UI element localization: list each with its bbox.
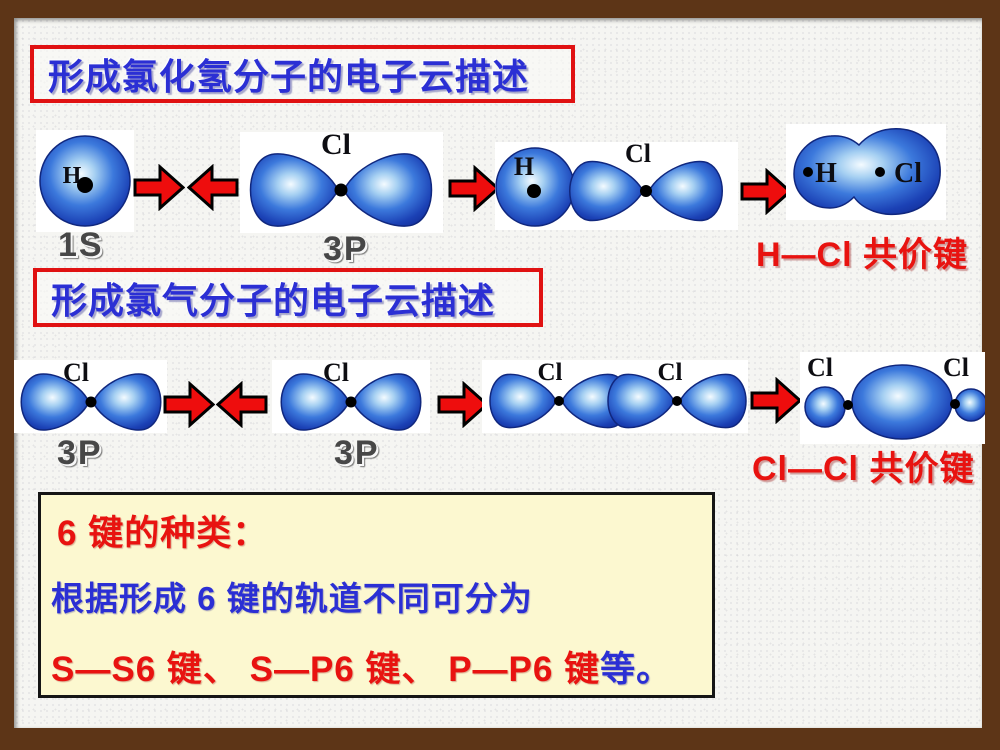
overlap-lobe-4 (679, 373, 747, 429)
arrow-right-icon (437, 381, 489, 428)
figure-cl2-overlapping-clouds: Cl Cl (482, 360, 748, 433)
orbital-label-3p: 3P (323, 230, 369, 268)
merged-h-nucleus-dot (527, 184, 541, 198)
cl2b-left-lobe (280, 373, 350, 431)
sigma-bond-note-box: 6 键的种类： 根据形成 6 键的轨道不同可分为 S—S6 键、 S—P6 键、… (38, 492, 715, 698)
hcl-cl-label: Cl (894, 158, 922, 189)
figure-cl2-3p-orbital-a: Cl (14, 360, 167, 433)
cl2b-right-lobe (352, 373, 422, 431)
cl2-final-bond-ellipse (851, 364, 953, 440)
cl-atom-label: Cl (321, 132, 351, 161)
figure-hcl-overlapping-clouds: H Cl (495, 142, 738, 230)
overlap-cl-label-2: Cl (658, 360, 683, 386)
hcl-h-nucleus-dot (803, 167, 813, 177)
merged-cl-nucleus-dot (640, 185, 652, 197)
h-nucleus-dot (77, 177, 93, 193)
cl2a-right-lobe (92, 373, 162, 431)
cl2b-label: Cl (323, 360, 349, 387)
cl2b-nucleus-dot (345, 396, 357, 408)
title-box-cl2: 形成氯气分子的电子云描述 (33, 268, 543, 327)
arrow-left-icon (187, 164, 239, 211)
figure-hcl-molecule-cloud: H Cl (786, 124, 946, 220)
sigma-types-list: S—S6 键、 S—P6 键、 P—P6 键等。 (51, 641, 672, 692)
title-box-hcl: 形成氯化氢分子的电子云描述 (30, 45, 575, 103)
overlap-nucleus-dot-2 (672, 396, 682, 406)
cl2a-left-lobe (20, 373, 90, 431)
orbital-label-3p-b: 3P (334, 434, 380, 472)
cl2-final-nucleus-dot-1 (843, 400, 853, 410)
arrow-left-icon (216, 381, 268, 428)
figure-cl2-molecule-cloud: Cl Cl (800, 352, 985, 444)
title-hcl: 形成氯化氢分子的电子云描述 (48, 56, 530, 97)
figure-cl-3p-orbital: Cl (240, 132, 443, 233)
cl-nucleus-dot (334, 183, 348, 197)
h-atom-label: H (63, 163, 82, 189)
merged-h-label: H (514, 152, 534, 181)
caption-cl2-covalent-bond: Cl—Cl 共价键 (752, 450, 975, 488)
overlap-nucleus-dot-1 (554, 396, 564, 406)
hcl-cl-nucleus-dot (875, 167, 885, 177)
arrow-right-icon (740, 168, 792, 215)
hcl-h-label: H (815, 158, 837, 189)
merged-cl-left-lobe (569, 160, 644, 222)
orbital-label-1s: 1S (58, 226, 104, 264)
cl-3p-right-lobe (343, 153, 433, 227)
figure-cl2-3p-orbital-b: Cl (272, 360, 430, 433)
cl2-final-nucleus-dot-2 (950, 399, 960, 409)
sigma-types-list-tail: 等。 (600, 650, 673, 689)
cl2a-label: Cl (63, 360, 89, 387)
arrow-right-icon (448, 165, 500, 212)
overlap-cl-label-1: Cl (538, 360, 563, 386)
cl2-final-left-sphere (804, 386, 846, 428)
arrow-right-icon (133, 164, 185, 211)
cl2a-nucleus-dot (85, 396, 97, 408)
hcl-molecule-blob (793, 128, 941, 216)
arrow-right-icon (163, 381, 215, 428)
cl2-final-label-1: Cl (807, 353, 833, 382)
caption-hcl-covalent-bond: H—Cl 共价键 (756, 236, 968, 274)
cl-3p-left-lobe (249, 153, 339, 227)
title-cl2: 形成氯气分子的电子云描述 (51, 279, 496, 321)
cl2-final-label-2: Cl (943, 353, 969, 382)
sigma-types-body: 根据形成 6 键的轨道不同可分为 (51, 580, 533, 617)
merged-cl-label: Cl (625, 142, 651, 168)
arrow-right-icon (750, 377, 802, 424)
figure-h-1s-orbital: H (36, 130, 134, 232)
overlap-lobe-3 (607, 373, 675, 429)
orbital-label-3p-a: 3P (57, 434, 103, 472)
merged-cl-right-lobe (648, 160, 723, 222)
sigma-types-heading: 6 键的种类： (57, 514, 269, 553)
sigma-types-list-red: S—S6 键、 S—P6 键、 P—P6 键 (51, 650, 601, 689)
overlap-lobe-1 (489, 373, 557, 429)
